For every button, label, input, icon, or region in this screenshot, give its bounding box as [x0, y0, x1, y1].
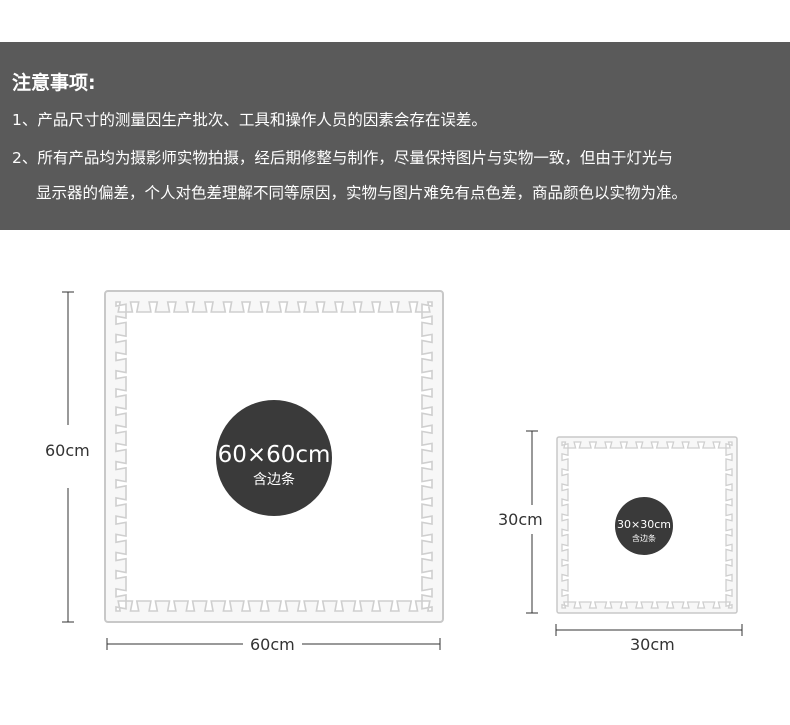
small-size-label: 30×30cm: [617, 518, 671, 531]
notice-line-3: 显示器的偏差，个人对色差理解不同等原因，实物与图片难免有点色差，商品颜色以实物为…: [36, 184, 688, 202]
notice-title: 注意事项:: [12, 72, 96, 94]
large-sub-label: 含边条: [253, 471, 295, 488]
small-height-label: 30cm: [498, 510, 543, 529]
large-foam-tile: 60×60cm 含边条: [104, 290, 444, 623]
small-width-label: 30cm: [628, 635, 677, 654]
large-size-badge: [216, 400, 332, 516]
small-sub-label: 含边条: [632, 533, 656, 543]
notice-line-1: 1、产品尺寸的测量因生产批次、工具和操作人员的因素会存在误差。: [12, 111, 487, 129]
notice-line-2: 2、所有产品均为摄影师实物拍摄，经后期修整与制作，尽量保持图片与实物一致，但由于…: [12, 149, 673, 167]
small-size-badge: [615, 497, 673, 555]
notice-banner: 注意事项: 1、产品尺寸的测量因生产批次、工具和操作人员的因素会存在误差。 2、…: [0, 42, 790, 230]
large-width-label: 60cm: [248, 635, 297, 654]
large-size-label: 60×60cm: [218, 442, 331, 468]
large-height-label: 60cm: [45, 441, 90, 460]
small-foam-tile: 30×30cm 含边条: [556, 436, 738, 614]
